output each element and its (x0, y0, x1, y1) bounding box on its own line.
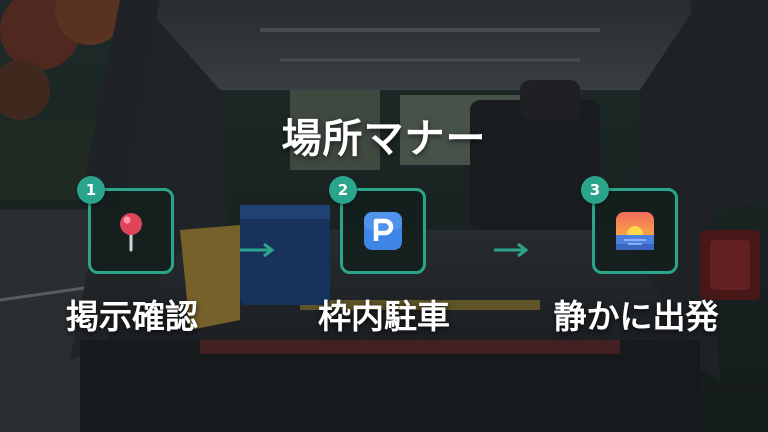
step-label: 枠内駐車 (318, 297, 450, 336)
pin-icon (120, 213, 142, 252)
parking-sign-icon (364, 212, 402, 250)
arrow-right-icon (240, 243, 275, 257)
step-2-icon-box (340, 188, 426, 274)
arrow-right-icon (494, 243, 529, 257)
page-title: 場所マナー (281, 116, 487, 162)
step-3: 3 静かに出発 (526, 176, 746, 348)
step-number-badge: 1 (77, 176, 105, 204)
step-1-icon-box (88, 188, 174, 274)
step-1: 1 掲示確認 (22, 176, 242, 348)
step-number-badge: 3 (581, 176, 609, 204)
step-label: 掲示確認 (66, 297, 198, 336)
step-2: 2 枠内駐車 (274, 176, 494, 348)
step-3-icon-box (592, 188, 678, 274)
step-number-badge: 2 (329, 176, 357, 204)
step-label: 静かに出発 (553, 297, 719, 336)
sunrise-icon (616, 212, 654, 250)
